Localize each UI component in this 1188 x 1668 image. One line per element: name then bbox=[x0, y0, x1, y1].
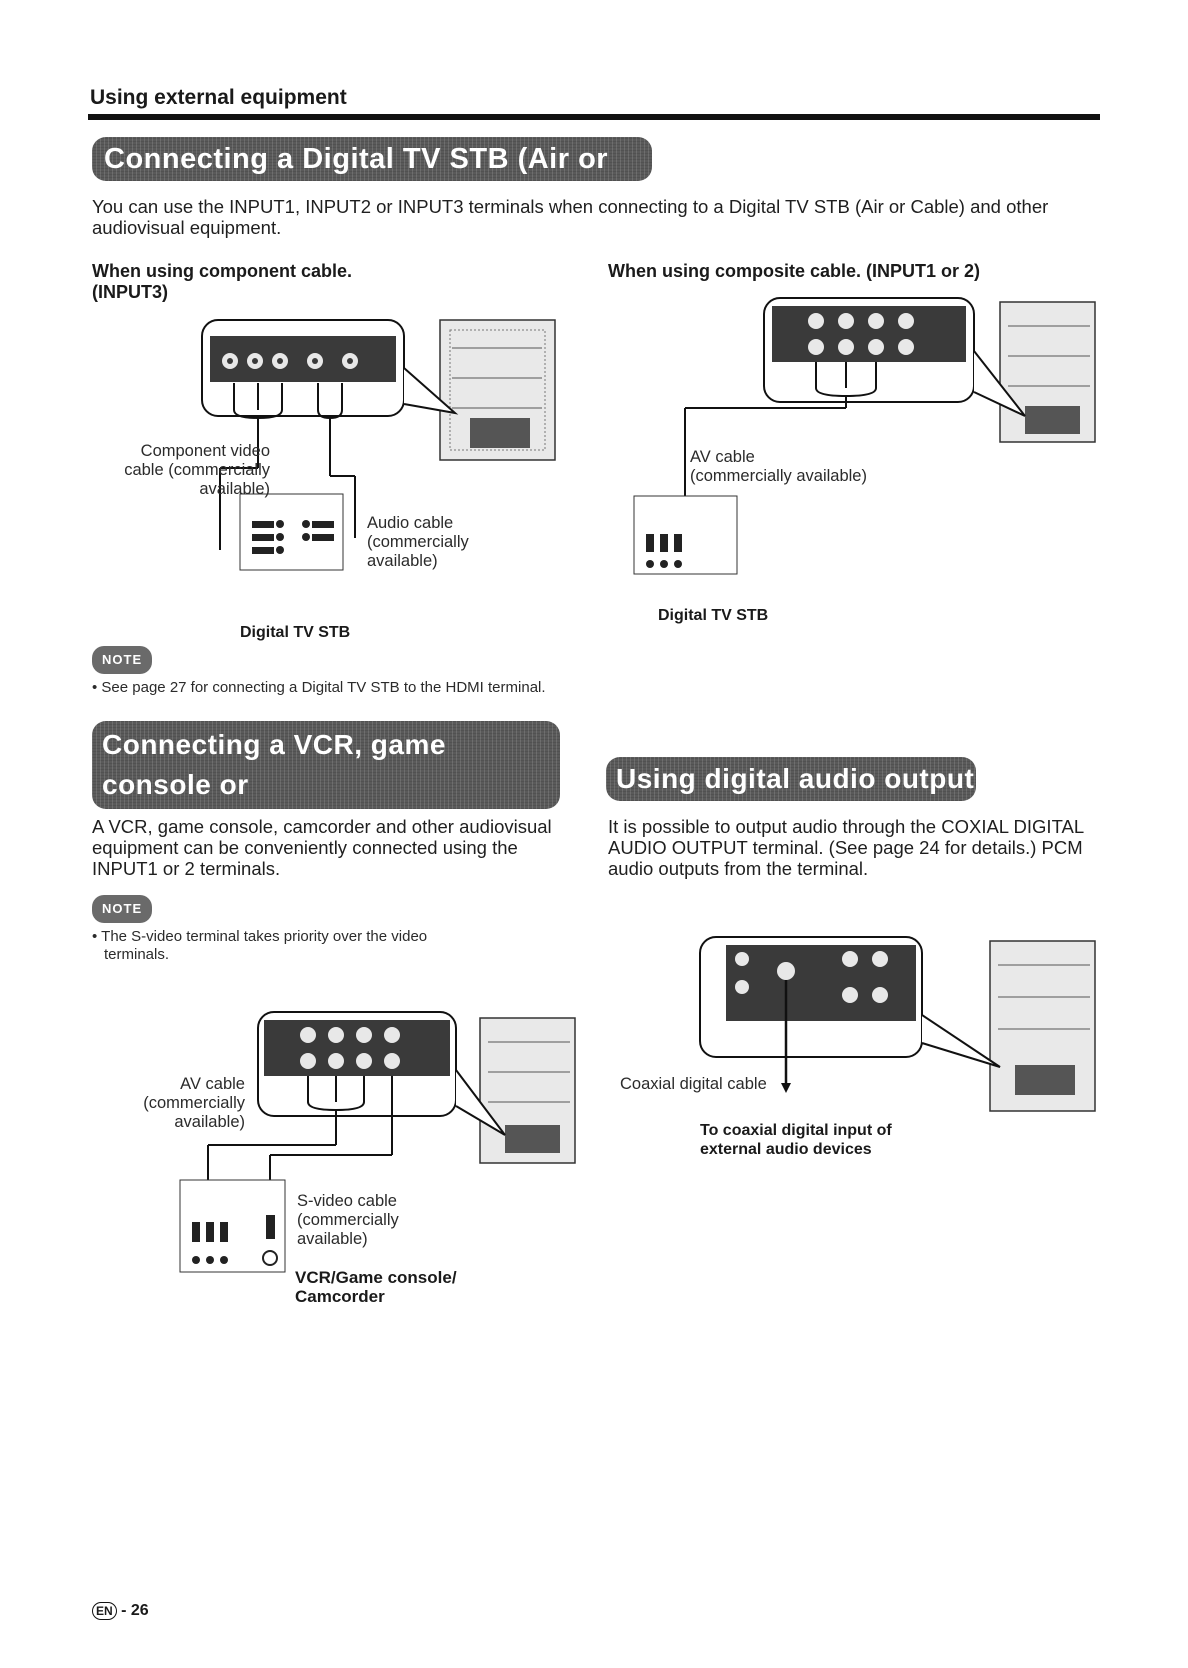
svideo-cable-line1: S-video cable bbox=[297, 1192, 397, 1210]
component-cable-line2: cable (commercially bbox=[124, 461, 270, 479]
composite-connection-diagram bbox=[633, 297, 1096, 575]
vcr-connection-diagram bbox=[179, 1011, 576, 1273]
audio-text: It is possible to output audio through t… bbox=[608, 816, 1084, 879]
audio-cable-line3: available) bbox=[367, 552, 438, 570]
banner-line1: Connecting a VCR, game console or bbox=[102, 729, 446, 800]
tv-rear-illustration bbox=[479, 1017, 576, 1164]
note-text-2-line2: terminals. bbox=[104, 946, 170, 963]
language-badge: EN bbox=[92, 1602, 117, 1620]
section-banner-digital-audio: Using digital audio output bbox=[606, 757, 976, 801]
av-cable-label-vcr: AV cable (commercially available) bbox=[120, 1075, 245, 1132]
component-heading-line1: When using component cable. bbox=[92, 261, 353, 281]
input-terminal-strip bbox=[264, 1020, 450, 1076]
av-cable-vcr-line3: available) bbox=[174, 1113, 245, 1131]
note-text-2-line1-content: The S-video terminal takes priority over… bbox=[101, 928, 428, 945]
input3-terminal-strip bbox=[210, 336, 396, 382]
component-connection-diagram bbox=[201, 319, 556, 571]
audio-cable-line1: Audio cable bbox=[367, 514, 454, 532]
component-heading-line2: (INPUT3) bbox=[92, 282, 168, 302]
audio-caption: To coaxial digital input of external aud… bbox=[700, 1121, 892, 1159]
svideo-cable-label: S-video cable (commercially available) bbox=[297, 1192, 399, 1249]
audio-caption-line1: To coaxial digital input of bbox=[700, 1122, 892, 1139]
svideo-cable-line3: available) bbox=[297, 1230, 368, 1248]
vcr-caption-line2: Camcorder bbox=[295, 1287, 385, 1306]
banner-title: Connecting a Digital TV STB (Air or Cabl… bbox=[104, 143, 609, 219]
tv-rear-illustration bbox=[999, 301, 1096, 443]
banner-line2: camcorder bbox=[102, 809, 250, 840]
tv-rear-illustration bbox=[989, 940, 1096, 1112]
page-footer: EN - 26 bbox=[92, 1602, 149, 1620]
audio-caption-line2: external audio devices bbox=[700, 1141, 872, 1158]
note-text-2: • The S-video terminal takes priority ov… bbox=[92, 928, 427, 964]
note-badge-1: NOTE bbox=[92, 646, 153, 674]
note-text-1-content: See page 27 for connecting a Digital TV … bbox=[101, 679, 546, 696]
stb-caption-left: Digital TV STB bbox=[240, 624, 351, 641]
section-header: Using external equipment bbox=[90, 86, 347, 109]
av-cable-vcr-line2: (commercially bbox=[143, 1094, 245, 1112]
stb-caption-right: Digital TV STB bbox=[658, 607, 769, 624]
digital-tv-stb-box bbox=[239, 493, 344, 571]
component-cable-line1: Component video bbox=[140, 442, 270, 460]
audio-cable-label: Audio cable (commercially available) bbox=[367, 514, 469, 571]
input12-terminal-strip bbox=[772, 306, 966, 362]
component-cable-label: Component video cable (commercially avai… bbox=[100, 442, 270, 499]
coax-cable-label: Coaxial digital cable bbox=[620, 1075, 767, 1093]
av-cable-label-right: AV cable (commercially available) bbox=[690, 448, 867, 486]
intro-text: You can use the INPUT1, INPUT2 or INPUT3… bbox=[92, 196, 1049, 238]
av-cable-line2: (commercially available) bbox=[690, 467, 867, 485]
audio-cable-line2: (commercially bbox=[367, 533, 469, 551]
vcr-caption-line1: VCR/Game console/ bbox=[295, 1268, 457, 1287]
svideo-cable-line2: (commercially bbox=[297, 1211, 399, 1229]
banner-title-audio: Using digital audio output bbox=[616, 763, 975, 794]
av-cable-vcr-line1: AV cable bbox=[180, 1075, 245, 1093]
vcr-caption: VCR/Game console/ Camcorder bbox=[295, 1268, 457, 1306]
composite-heading: When using composite cable. (INPUT1 or 2… bbox=[608, 261, 981, 281]
av-cable-line1: AV cable bbox=[690, 448, 755, 466]
note-text-1: • See page 27 for connecting a Digital T… bbox=[92, 679, 546, 696]
page-number: - 26 bbox=[121, 1602, 149, 1619]
digital-audio-diagram bbox=[699, 936, 1096, 1112]
note-badge-2: NOTE bbox=[92, 895, 153, 923]
component-cable-line3: available) bbox=[199, 480, 270, 498]
section-banner-vcr: Connecting a VCR, game console or camcor… bbox=[92, 721, 560, 840]
header-rule bbox=[88, 114, 1100, 120]
note-text-2-line1: • The S-video terminal takes priority ov… bbox=[92, 928, 428, 945]
vcr-text: A VCR, game console, camcorder and other… bbox=[92, 816, 552, 879]
section-banner-digital-tv-stb: Connecting a Digital TV STB (Air or Cabl… bbox=[92, 137, 652, 219]
tv-rear-illustration bbox=[439, 319, 556, 461]
